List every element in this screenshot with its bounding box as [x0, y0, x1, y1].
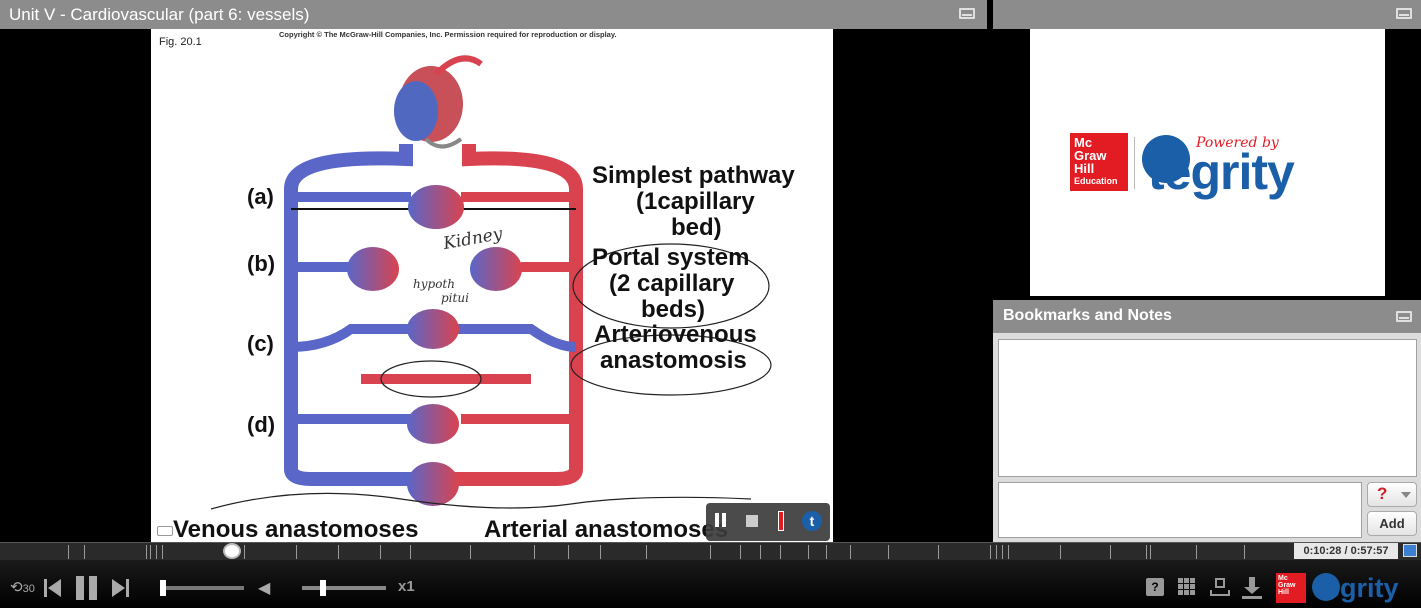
tegrity-wordmark: tegrity [1148, 144, 1295, 200]
text-portal-2: (2 capillary [609, 270, 735, 297]
label-a: (a) [247, 184, 274, 209]
question-icon: ? [1377, 484, 1388, 503]
label-b: (b) [247, 251, 276, 276]
capillary-bed-b2 [470, 247, 522, 291]
text-venous: Venous anastomoses [173, 516, 419, 543]
note-input[interactable] [998, 482, 1362, 538]
mcgraw-hill-small-logo: Mc Graw Hill [1276, 573, 1306, 603]
scrub-handle[interactable] [223, 543, 241, 559]
logo-title-bar [993, 0, 1421, 29]
video-title-bar [0, 0, 987, 29]
capillary-bed-a [408, 185, 464, 229]
heart-illustration [394, 55, 483, 149]
help-icon[interactable]: ? [1146, 578, 1164, 596]
text-portal-1: Portal system [592, 244, 750, 271]
slide-content: Fig. 20.1 Copyright © The McGraw-Hill Co… [151, 29, 833, 542]
bookmarks-title: Bookmarks and Notes [1003, 307, 1172, 324]
bookmarks-title-bar [993, 300, 1421, 333]
label-d: (d) [247, 412, 276, 437]
text-av-2: anastomosis [600, 347, 747, 374]
maximize-icon-bookmarks[interactable] [1396, 311, 1412, 322]
volume-icon[interactable]: ◀ [258, 580, 271, 597]
annotation-hypoth: hypoth [413, 277, 455, 291]
annotation-pitui: pitui [441, 291, 469, 305]
timeline-bar[interactable] [0, 542, 1421, 560]
add-button[interactable]: Add [1367, 511, 1417, 536]
overlay-controls: ‹ t [702, 503, 830, 541]
capillary-bed-d1 [407, 404, 459, 444]
sync-icon[interactable] [1403, 544, 1417, 557]
text-portal-3: beds) [641, 296, 706, 323]
copyright-notice: Copyright © The McGraw-Hill Companies, I… [279, 30, 617, 39]
pause-button[interactable] [76, 576, 98, 600]
capillary-bed-d2 [407, 462, 459, 506]
text-simplest-3: bed) [671, 214, 722, 241]
progress-handle[interactable] [160, 580, 166, 596]
help-dropdown-button[interactable]: ? [1367, 482, 1417, 507]
capillary-bed-b1 [347, 247, 399, 291]
print-icon[interactable] [1210, 578, 1230, 598]
time-readout: 0:10:28 / 0:57:57 [1294, 543, 1398, 559]
previous-icon[interactable] [44, 579, 62, 597]
maximize-icon-logo[interactable] [1396, 8, 1412, 19]
text-simplest-2: (1capillary [636, 188, 755, 215]
text-av-1: Arteriovenous [594, 321, 757, 348]
maximize-icon[interactable] [959, 8, 975, 19]
powered-by-label: Powered by [1196, 135, 1279, 151]
video-title: Unit V - Cardiovascular (part 6: vessels… [9, 5, 310, 24]
text-arterial: Arterial anastomoses [484, 516, 729, 543]
volume-slider[interactable] [302, 586, 386, 590]
logo-box: Mc Graw Hill Education Powered by tegrit… [1030, 29, 1385, 296]
next-icon[interactable] [112, 579, 130, 597]
tegrity-t-icon [1142, 135, 1190, 183]
mcgraw-hill-logo: Mc Graw Hill Education [1070, 133, 1128, 191]
speed-label[interactable]: x1 [398, 578, 415, 595]
figure-label: Fig. 20.1 [159, 36, 202, 48]
caption-icon[interactable] [157, 526, 173, 536]
overlay-record-icon[interactable] [778, 511, 784, 531]
bookmarks-list[interactable] [998, 339, 1417, 477]
circulation-diagram [210, 55, 772, 510]
control-bar [0, 560, 1421, 608]
tegrity-small-icon [1312, 573, 1340, 601]
overlay-tegrity-icon[interactable]: t [802, 511, 822, 531]
skip-back-30-button[interactable]: ⟲30 [10, 579, 35, 596]
label-c: (c) [247, 331, 274, 356]
overlay-pause-icon[interactable] [715, 513, 719, 527]
tegrity-small-wordmark: tegrity [1316, 573, 1399, 603]
text-simplest-1: Simplest pathway [592, 162, 795, 189]
volume-handle[interactable] [320, 580, 326, 596]
progress-track[interactable] [164, 586, 244, 590]
overlay-stop-icon[interactable] [746, 515, 758, 527]
grid-icon[interactable] [1178, 578, 1196, 596]
capillary-bed-c [407, 309, 459, 349]
overlay-chevron-icon[interactable]: ‹ [702, 513, 707, 529]
chevron-down-icon [1401, 492, 1411, 498]
download-icon[interactable] [1242, 577, 1262, 599]
